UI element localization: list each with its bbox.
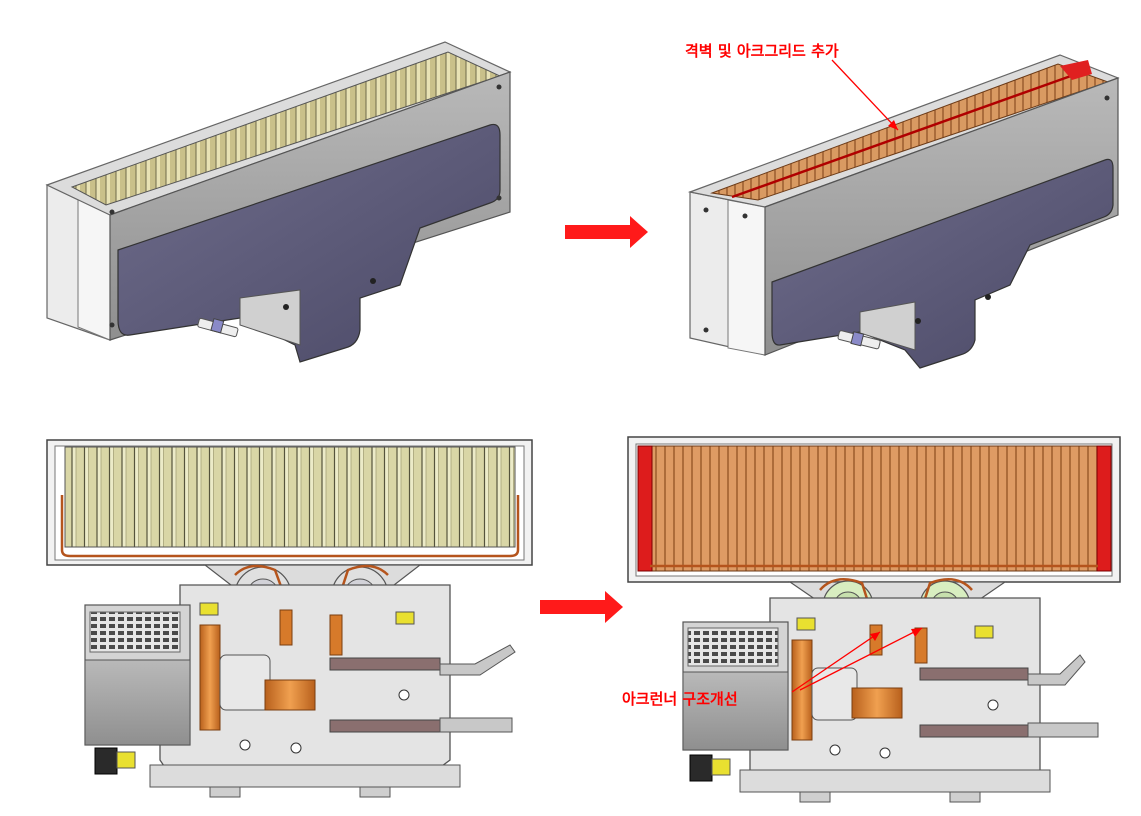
arrow-bottom	[540, 591, 623, 623]
after-3d-view	[687, 54, 1120, 369]
bottom-right-callout-label: 아크런너 구조개선	[622, 690, 738, 708]
before-3d-view	[45, 41, 512, 363]
arrow-top	[565, 216, 648, 248]
after-cross-section	[627, 436, 1121, 803]
top-right-callout-label: 격벽 및 아크그리드 추가	[685, 42, 839, 60]
before-cross-section	[46, 439, 533, 798]
